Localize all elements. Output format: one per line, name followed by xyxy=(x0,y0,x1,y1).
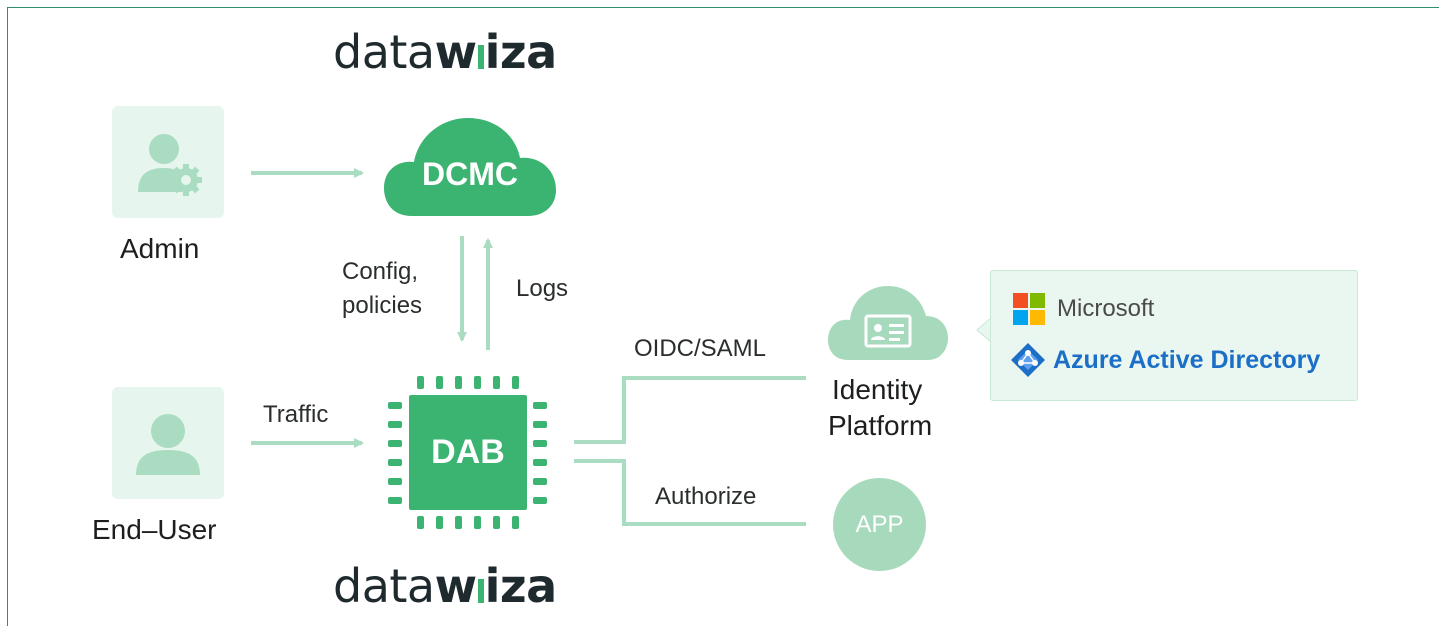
connector-authorize xyxy=(574,459,806,526)
config-label-line1: Config, xyxy=(342,258,419,285)
azure-ad-icon xyxy=(1011,343,1045,377)
logs-label: Logs xyxy=(516,275,569,302)
logo-suffix: iza xyxy=(484,559,558,613)
chip-pins-top xyxy=(417,376,519,389)
logo-bar-icon xyxy=(477,579,484,603)
dab-chip: DAB xyxy=(409,395,527,510)
microsoft-logo-icon xyxy=(1013,293,1045,325)
traffic-label: Traffic xyxy=(263,401,329,428)
identity-label-line1: Identity xyxy=(832,374,923,405)
app-node: APP xyxy=(833,478,926,571)
oidc-saml-label: OIDC/SAML xyxy=(634,335,767,362)
logo-bar-icon xyxy=(477,45,484,69)
identity-provider-card: Microsoft Azure Active Directory xyxy=(990,270,1358,401)
app-label: APP xyxy=(855,510,904,538)
chip-pins-left xyxy=(388,402,402,504)
idp-card-pointer xyxy=(976,316,992,344)
chip-pins-bottom xyxy=(417,516,519,529)
frame-border-top xyxy=(7,7,1439,8)
admin-gear-icon xyxy=(138,134,202,196)
frame-border-left xyxy=(7,7,8,626)
azure-ad-label: Azure Active Directory xyxy=(1053,345,1321,374)
dcmc-label: DCMC xyxy=(422,156,518,192)
authorize-label: Authorize xyxy=(655,483,757,510)
provider-azure-ad: Azure Active Directory xyxy=(1009,341,1320,379)
logo-mark: w xyxy=(434,559,478,613)
chip-pins-right xyxy=(533,402,547,504)
admin-tile xyxy=(112,106,224,218)
identity-cloud-icon xyxy=(828,286,948,360)
dab-label: DAB xyxy=(431,433,505,471)
logo-prefix: data xyxy=(333,25,435,79)
admin-label: Admin xyxy=(120,233,200,264)
config-label-line2: policies xyxy=(342,292,423,319)
provider-microsoft: Microsoft xyxy=(1013,293,1154,325)
id-card-icon xyxy=(864,314,912,348)
connector-oidc xyxy=(574,376,806,444)
microsoft-label: Microsoft xyxy=(1057,295,1155,322)
identity-label-line2: Platform xyxy=(828,410,933,441)
user-icon xyxy=(136,414,200,475)
end-user-label: End–User xyxy=(92,514,217,545)
end-user-tile xyxy=(112,387,224,499)
logo-mark: w xyxy=(434,25,478,79)
dcmc-cloud-icon xyxy=(384,118,556,216)
logo-prefix: data xyxy=(333,559,435,613)
logo-suffix: iza xyxy=(484,25,558,79)
